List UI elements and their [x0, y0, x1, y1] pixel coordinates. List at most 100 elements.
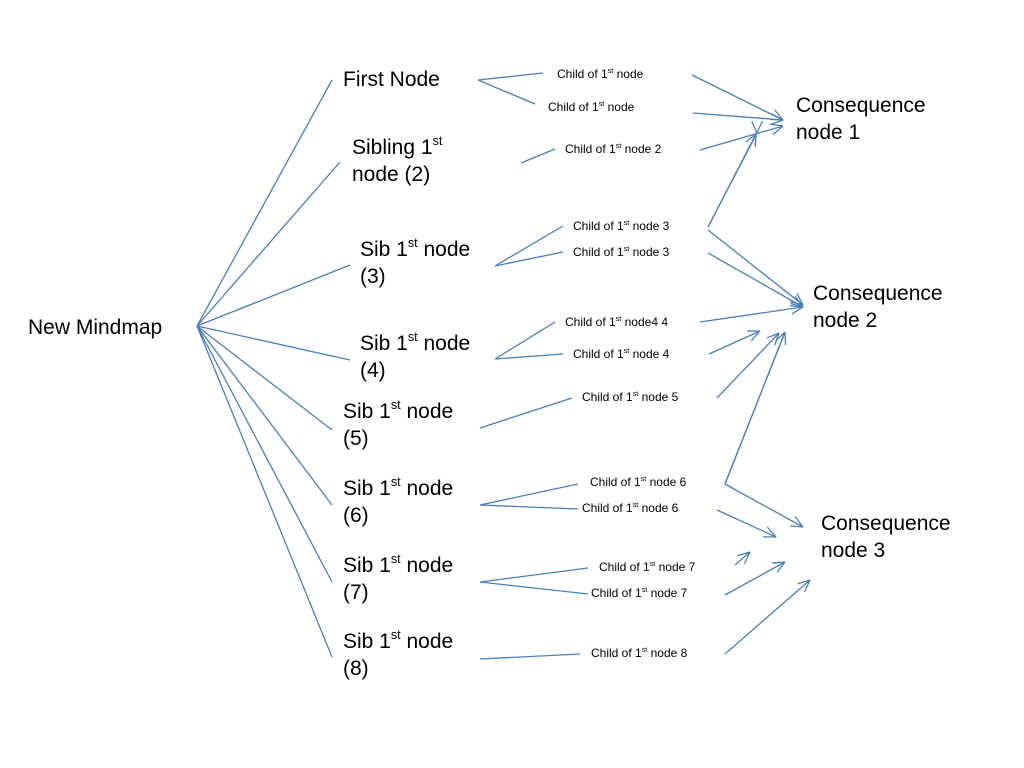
arrowhead	[791, 306, 804, 315]
arrowhead	[784, 331, 787, 346]
arrow-shaft	[691, 74, 784, 121]
arrowhead	[754, 133, 757, 148]
consequence-node-1[interactable]: Consequence node 1	[796, 92, 926, 147]
root-connector	[196, 264, 351, 327]
arrow-shaft	[734, 551, 751, 566]
child-node[interactable]: Child of 1st node 8	[591, 644, 688, 660]
arrowhead	[803, 579, 811, 593]
arrowhead	[751, 120, 758, 134]
root-connector	[196, 325, 333, 506]
consequence-label-line1: Consequence	[796, 94, 926, 117]
root-connector	[196, 325, 333, 658]
child-connector	[479, 581, 589, 595]
child-connector	[479, 504, 579, 510]
consequence-label-line1: Consequence	[813, 282, 943, 305]
consequence-node-2[interactable]: Consequence node 2	[813, 280, 943, 335]
node-label-line2: (6)	[343, 504, 369, 528]
child-node[interactable]: Child of 1st node 4	[573, 345, 670, 361]
first-level-node-8[interactable]: Sib 1st node (8)	[343, 628, 453, 683]
child-connector	[479, 653, 581, 660]
arrowhead	[771, 561, 786, 564]
arrowhead	[743, 551, 751, 565]
first-level-node-4[interactable]: Sib 1st node (4)	[360, 330, 470, 385]
node-label: Sibling 1st	[352, 134, 443, 159]
arrow-shaft	[724, 579, 811, 655]
root-connector	[196, 79, 333, 327]
node-label-line2: (3)	[360, 265, 386, 289]
arrowhead	[771, 113, 784, 121]
arrowhead	[794, 296, 804, 308]
child-node[interactable]: Child of 1st node 2	[565, 140, 662, 156]
first-level-node-2[interactable]: Sibling 1st node (2)	[352, 134, 442, 189]
arrow-shaft	[707, 252, 804, 308]
arrow-shaft	[708, 330, 761, 355]
arrow-shaft	[707, 229, 804, 306]
first-level-node-6[interactable]: Sib 1st node (6)	[343, 475, 453, 530]
arrowhead	[790, 302, 804, 308]
arrowhead	[774, 109, 784, 121]
arrow-shaft	[699, 125, 784, 151]
first-level-node-1[interactable]: First Node	[343, 66, 440, 93]
child-node[interactable]: Child of 1st node 6	[582, 499, 679, 515]
arrow-shaft	[692, 112, 784, 121]
node-label-line2: node (2)	[352, 163, 431, 187]
root-connector	[196, 325, 333, 431]
node-label-line2: (5)	[343, 427, 369, 451]
arrowhead	[772, 125, 784, 135]
child-connector	[494, 321, 556, 360]
child-connector	[494, 353, 564, 360]
consequence-label-line1: Consequence	[821, 512, 951, 535]
consequence-label-line2: node 2	[813, 309, 878, 333]
node-label-line2: (4)	[360, 359, 386, 383]
node-label-line2: (7)	[343, 581, 369, 605]
node-label: Sib 1st node	[343, 628, 454, 653]
arrowhead	[775, 331, 786, 342]
arrow-shaft	[699, 306, 804, 323]
root-connector	[196, 325, 333, 583]
child-node[interactable]: Child of 1st node 3	[573, 217, 670, 233]
consequence-node-3[interactable]: Consequence node 3	[821, 510, 951, 565]
child-node[interactable]: Child of 1st node 5	[582, 388, 679, 404]
child-node[interactable]: Child of 1st node 6	[590, 473, 687, 489]
arrowhead	[737, 551, 751, 557]
child-node[interactable]: Child of 1st node	[548, 98, 635, 114]
child-node[interactable]: Child of 1st node 3	[573, 243, 670, 259]
first-level-node-7[interactable]: Sib 1st node (7)	[343, 552, 453, 607]
arrowhead	[766, 332, 780, 339]
arrowhead	[770, 123, 784, 127]
root-connector	[196, 325, 351, 361]
child-node[interactable]: Child of 1st node	[557, 65, 644, 81]
arrow-shaft	[724, 331, 786, 485]
root-node[interactable]: New Mindmap	[28, 314, 162, 341]
arrowhead	[776, 561, 786, 573]
child-node[interactable]: Child of 1st node 7	[599, 558, 696, 574]
arrow-shaft	[716, 332, 780, 399]
first-level-node-3[interactable]: Sib 1st node (3)	[360, 236, 470, 291]
arrowhead	[789, 525, 804, 528]
node-label-line2: (8)	[343, 657, 369, 681]
child-connector	[520, 148, 556, 164]
arrow-shaft	[707, 133, 757, 228]
node-label: Sib 1st node	[343, 398, 454, 423]
arrowhead	[756, 120, 763, 134]
child-node[interactable]: Child of 1st node4 4	[565, 313, 669, 329]
root-node-label: New Mindmap	[28, 316, 163, 339]
child-connector	[494, 251, 564, 267]
consequence-label-line2: node 1	[796, 121, 861, 145]
node-label: Sib 1st node	[343, 552, 454, 577]
consequence-label-line2: node 3	[821, 539, 886, 563]
child-node[interactable]: Child of 1st node 7	[591, 584, 688, 600]
node-label: Sib 1st node	[343, 475, 454, 500]
arrow-shaft	[716, 509, 777, 538]
arrow-shaft	[724, 483, 804, 528]
child-connector	[479, 397, 573, 429]
arrowhead	[794, 516, 804, 528]
child-connector	[477, 72, 544, 81]
node-label: Sib 1st node	[360, 236, 471, 261]
arrowhead	[750, 330, 761, 342]
child-connector	[477, 79, 536, 105]
arrowhead	[770, 119, 784, 125]
first-level-node-5[interactable]: Sib 1st node (5)	[343, 398, 453, 453]
